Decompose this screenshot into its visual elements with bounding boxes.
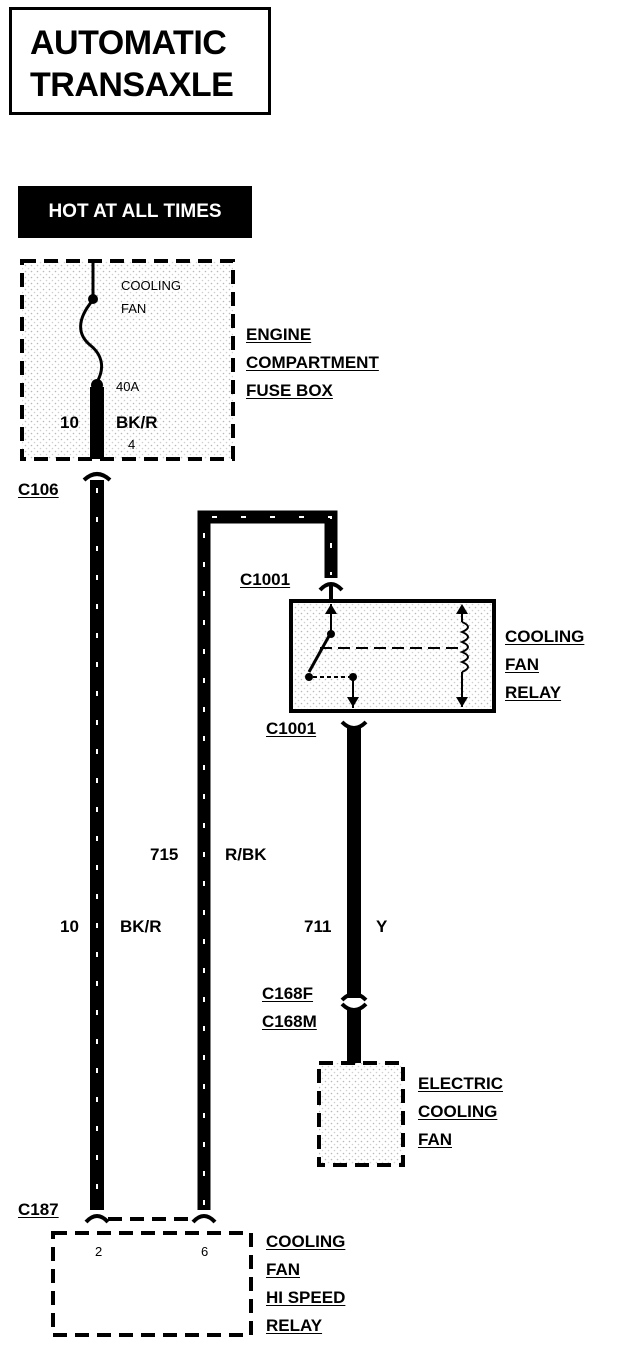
- connector-c106: C106: [18, 480, 59, 499]
- cooling-fan-relay-box: [289, 599, 496, 713]
- c106-connector-top: [82, 472, 112, 482]
- connector-c168m: C168M: [262, 1012, 317, 1031]
- wire-715-number: 715: [150, 845, 179, 864]
- relay-label-3: RELAY: [505, 683, 562, 702]
- fuse-output-wire: [90, 387, 104, 459]
- c187-connector-right: [191, 1214, 217, 1224]
- hi-speed-relay-box: [51, 1231, 253, 1337]
- relay-arrow-top: [325, 604, 337, 614]
- c1001-bottom-connector: [340, 720, 368, 730]
- hi-speed-relay-pin-6: 6: [201, 1244, 209, 1259]
- fuse-box-label-1: ENGINE: [246, 325, 312, 344]
- wire-711-y: [347, 728, 361, 998]
- wire-715-stripe: [203, 516, 332, 1205]
- relay-coil: [459, 621, 469, 673]
- wire-711-to-fan: [347, 1008, 361, 1063]
- wire-10-color: BK/R: [120, 917, 162, 936]
- relay-output-node: [349, 673, 357, 681]
- wire-711-number: 711: [304, 917, 332, 936]
- relay-label-2: FAN: [505, 655, 539, 674]
- relay-arrow-bottom: [347, 697, 359, 707]
- fuse-box-outline: [20, 259, 235, 461]
- title-line-1: AUTOMATIC: [30, 24, 227, 62]
- title-box: AUTOMATIC TRANSAXLE: [9, 7, 271, 115]
- fan-label-1: ELECTRIC: [418, 1074, 503, 1093]
- fuse-circuit-color: BK/R: [116, 413, 158, 432]
- fuse-circuit-number: 10: [60, 413, 79, 432]
- wire-715-color: R/BK: [225, 845, 267, 864]
- hi-speed-relay-label-4: RELAY: [266, 1316, 323, 1335]
- fuse-name-line-1: COOLING: [121, 278, 181, 293]
- fuse-box-label-3: FUSE BOX: [246, 381, 333, 400]
- fuse-pin: 4: [128, 437, 136, 452]
- fuse-link: [79, 299, 104, 383]
- connector-c187: C187: [18, 1200, 59, 1219]
- relay-coil-arrow-top: [456, 604, 468, 614]
- electric-cooling-fan-box: [317, 1061, 405, 1167]
- fan-label-3: FAN: [418, 1130, 452, 1149]
- connector-c168f: C168F: [262, 984, 314, 1003]
- fuse-box-label-2: COMPARTMENT: [246, 353, 379, 372]
- power-source-label: HOT AT ALL TIMES: [18, 186, 252, 238]
- hi-speed-relay-pin-2: 2: [95, 1244, 103, 1259]
- hi-speed-relay-label-2: FAN: [266, 1260, 300, 1279]
- title-line-2: TRANSAXLE: [30, 66, 234, 104]
- relay-coil-arrow-bottom: [456, 697, 468, 707]
- wire-10-bkr: [90, 480, 104, 1210]
- relay-switch-arm: [307, 635, 331, 673]
- connector-c1001-bottom: C1001: [266, 719, 317, 738]
- hi-speed-relay-label-3: HI SPEED: [266, 1288, 346, 1307]
- connector-c1001-top: C1001: [240, 570, 291, 589]
- fuse-name-line-2: FAN: [121, 301, 147, 316]
- relay-switch-contact: [305, 673, 313, 681]
- wire-10-number: 10: [60, 917, 79, 936]
- c187-connector-left: [84, 1214, 110, 1224]
- fuse-rating: 40A: [116, 379, 140, 394]
- wire-711-color: Y: [376, 917, 388, 936]
- hi-speed-relay-label-1: COOLING: [266, 1232, 346, 1251]
- c168f-connector: [340, 992, 368, 1002]
- fan-label-2: COOLING: [418, 1102, 498, 1121]
- relay-label-1: COOLING: [505, 627, 585, 646]
